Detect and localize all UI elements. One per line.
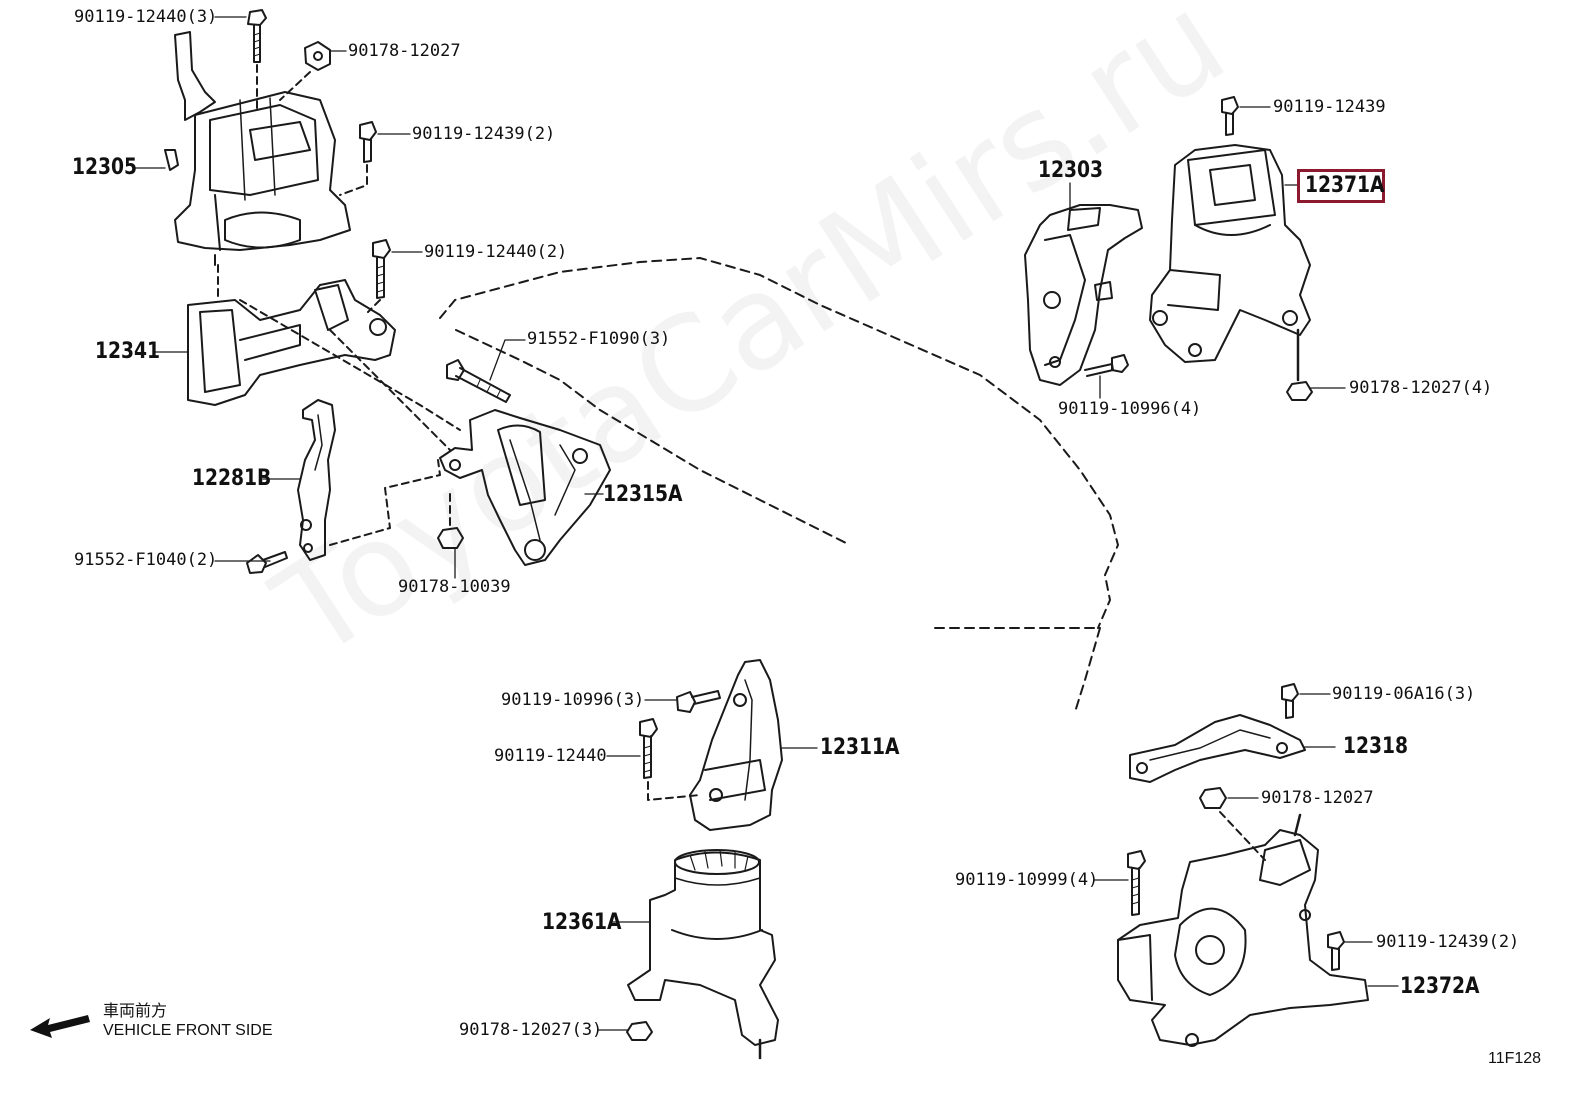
- bolt-91552-f1090: [446, 359, 511, 403]
- label-90119-12439-2b: 90119-12439(2): [1376, 932, 1520, 952]
- left-arrow-icon: [30, 1015, 90, 1038]
- front-label-jp: 車両前方: [103, 1001, 168, 1020]
- part-label-12371a[interactable]: 12371A: [1305, 173, 1385, 198]
- label-90178-10039: 90178-10039: [398, 577, 511, 597]
- bolt-90119-12439-b: [1221, 96, 1239, 136]
- leader-lines: [134, 16, 1399, 1031]
- nut-90178-12027-d: [1199, 787, 1227, 809]
- label-90119-10996-4: 90119-10996(4): [1058, 399, 1202, 419]
- diagram-code: 11F128: [1488, 1050, 1542, 1067]
- part-12341-drawing: [187, 279, 396, 406]
- bolt-90119-10996-b: [676, 690, 721, 713]
- part-label-12341: 12341: [95, 339, 161, 364]
- bolt-90119-06a16: [1281, 683, 1299, 719]
- part-12315A-drawing: [439, 409, 611, 566]
- part-12303-drawing: [1024, 204, 1143, 386]
- part-12305-drawing: [164, 31, 351, 266]
- label-90119-12439: 90119-12439: [1273, 97, 1386, 117]
- part-label-12318: 12318: [1343, 734, 1409, 759]
- bolt-91552-f1040: [246, 551, 288, 574]
- part-12371A-drawing: [1149, 144, 1311, 382]
- bolt-90119-12440-a: [247, 9, 267, 63]
- highlight-box: [1297, 169, 1385, 203]
- label-90178-12027-3: 90178-12027(3): [459, 1020, 603, 1040]
- bolt-90119-10999: [1127, 850, 1146, 916]
- label-90178-12027-4: 90178-12027(4): [1349, 378, 1493, 398]
- nut-90178-12027-b: [1286, 381, 1313, 401]
- label-90178-12027: 90178-12027: [348, 41, 461, 61]
- part-label-12361a: 12361A: [542, 910, 622, 935]
- label-90119-12440: 90119-12440: [494, 746, 607, 766]
- engine-outline: [439, 257, 1119, 713]
- label-90119-06a16-3: 90119-06A16(3): [1332, 684, 1476, 704]
- part-label-12305: 12305: [72, 155, 138, 180]
- part-12372A-drawing: [1117, 813, 1369, 1047]
- nut-90178-10039: [437, 527, 464, 549]
- part-label-12303: 12303: [1038, 158, 1104, 183]
- part-label-12315a: 12315A: [603, 482, 683, 507]
- label-90119-12439-2: 90119-12439(2): [412, 124, 556, 144]
- part-12281B-drawing: [297, 399, 336, 561]
- nut-90178-12027-c: [626, 1021, 653, 1041]
- label-90178-12027-b: 90178-12027: [1261, 788, 1374, 808]
- part-label-12311a: 12311A: [820, 735, 900, 760]
- label-91552-f1040-2: 91552-F1040(2): [74, 550, 218, 570]
- bolt-90119-12439-a: [359, 121, 377, 163]
- part-label-12281b: 12281B: [192, 466, 272, 491]
- label-90119-10999-4: 90119-10999(4): [955, 870, 1099, 890]
- part-12361A-drawing: [627, 849, 779, 1060]
- part-12311A-drawing: [689, 659, 783, 831]
- part-label-12372a: 12372A: [1400, 974, 1480, 999]
- label-91552-f1090-3: 91552-F1090(3): [527, 329, 671, 349]
- bolt-90119-12440-c: [639, 718, 658, 779]
- bolt-90119-12440-b: [372, 239, 391, 299]
- front-label-en: VEHICLE FRONT SIDE: [103, 1022, 273, 1039]
- label-90119-12440-2: 90119-12440(2): [424, 242, 568, 262]
- part-12318-drawing: [1129, 714, 1306, 783]
- bolt-90119-12439-c: [1327, 931, 1345, 971]
- label-90119-12440-3: 90119-12440(3): [74, 7, 218, 27]
- nut-90178-12027-a: [304, 41, 331, 71]
- label-90119-10996-3: 90119-10996(3): [501, 690, 645, 710]
- bolt-90119-10996-a: [1084, 354, 1129, 377]
